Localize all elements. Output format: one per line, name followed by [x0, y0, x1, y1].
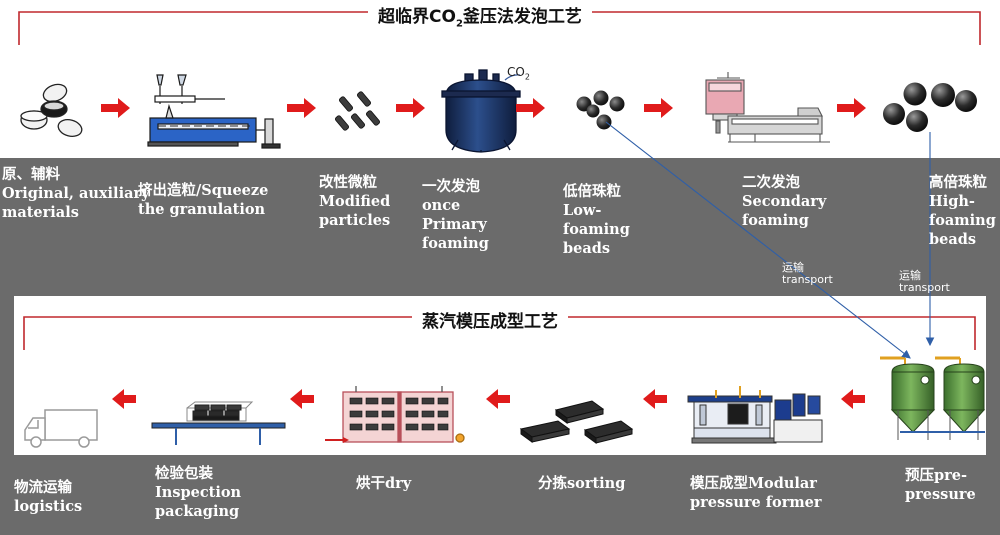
arrow-right — [516, 98, 545, 118]
low-foaming-beads-icon — [576, 90, 625, 130]
left-band-edge — [0, 296, 14, 455]
arrow-left — [112, 389, 136, 409]
step-label-dry: 烘干dry — [356, 475, 412, 492]
step-label-sorting: 分拣sorting — [538, 475, 626, 492]
top-label-band — [0, 158, 1000, 296]
raw-material-icon — [20, 83, 83, 137]
bottom-row-arrows — [112, 389, 865, 409]
arrow-left — [486, 389, 510, 409]
truck-icon — [24, 409, 98, 448]
high-foaming-beads-icon — [883, 82, 977, 132]
right-band-edge — [986, 296, 1000, 455]
secondary-foaming-machine-icon — [705, 72, 830, 143]
arrow-right — [287, 98, 316, 118]
sorting-blocks-icon — [519, 400, 634, 444]
arrow-left — [290, 389, 314, 409]
molding-press-icon — [687, 386, 823, 444]
pre-pressure-tanks-icon — [880, 356, 986, 440]
arrow-right — [644, 98, 673, 118]
arrow-right — [837, 98, 866, 118]
bottom-section-title: 蒸汽模压成型工艺 — [412, 307, 568, 332]
pressure-vessel-icon — [441, 69, 521, 153]
drying-oven-icon — [325, 386, 465, 443]
arrow-right — [396, 98, 425, 118]
co2-label: CO2 — [507, 65, 530, 82]
step-label-pre-pressure: 预压pre-pressure — [905, 467, 976, 503]
bottom-label-band — [0, 455, 1000, 535]
transport-line-low-beads — [605, 121, 911, 359]
inspection-packaging-icon — [151, 401, 286, 445]
transport-lines — [605, 121, 935, 359]
top-row-arrows — [101, 98, 866, 118]
arrow-right — [101, 98, 130, 118]
modified-particles-icon — [334, 91, 381, 131]
arrow-left — [841, 389, 865, 409]
extruder-icon — [147, 74, 281, 149]
arrow-left — [643, 389, 667, 409]
top-section-title: 超临界CO2釜压法发泡工艺 — [368, 2, 592, 30]
